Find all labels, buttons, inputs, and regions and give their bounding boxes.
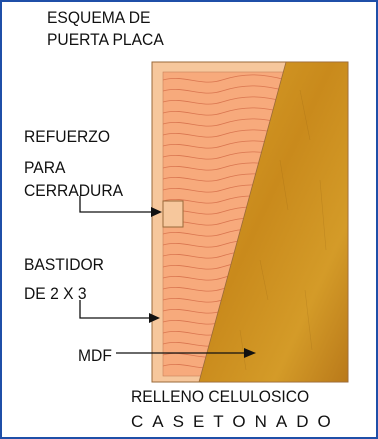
mdf-panel xyxy=(198,61,349,383)
bastidor-arrowhead xyxy=(149,313,160,323)
refuerzo-label-line-2: PARA xyxy=(24,158,66,177)
grain-line xyxy=(163,96,286,105)
diagram-title-line-2: PUERTA PLACA xyxy=(47,30,164,49)
mdf-label: MDF xyxy=(78,346,112,365)
bastidor-label-line-1: BASTIDOR xyxy=(24,255,104,274)
refuerzo-label-line-1: REFUERZO xyxy=(24,127,111,146)
refuerzo-leader-line xyxy=(79,196,152,213)
grain-line xyxy=(163,107,286,116)
diagram-title-line-1: ESQUEMA DE xyxy=(47,8,151,27)
mdf-arrowhead xyxy=(244,348,256,358)
grain-line xyxy=(163,118,286,127)
grain-line xyxy=(163,85,286,94)
lock-reinforcement xyxy=(162,200,184,228)
mdf-texture xyxy=(239,89,327,371)
bastidor-leader-line xyxy=(79,300,150,319)
bastidor-label-line-2: DE 2 X 3 xyxy=(24,284,87,303)
refuerzo-arrowhead xyxy=(151,207,162,217)
casetonado-label: CASETONADO xyxy=(131,412,340,431)
relleno-label: RELLENO CELULOSICO xyxy=(131,387,310,406)
refuerzo-label-line-3: CERRADURA xyxy=(24,181,124,200)
grain-line xyxy=(163,74,286,83)
